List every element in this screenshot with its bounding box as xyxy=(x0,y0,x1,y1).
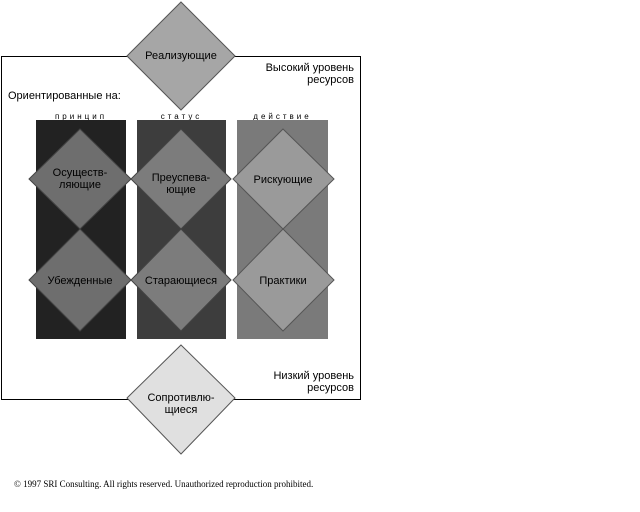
column-label-principle: принцип xyxy=(54,112,108,121)
label-achievers: Преуспева- ющие xyxy=(131,172,231,196)
low-resources-line-1: Низкий уровень xyxy=(273,370,354,382)
low-resources-label: Низкий уровень ресурсов xyxy=(246,370,354,394)
label-achievers-line-1: Преуспева- xyxy=(151,172,211,184)
label-strivers: Старающиеся xyxy=(144,275,218,287)
high-resources-label: Высокий уровень ресурсов xyxy=(246,62,354,86)
diamond-makers xyxy=(232,228,335,332)
high-resources-line-2: ресурсов xyxy=(307,74,354,86)
label-fulfilleds-line-2: ляющие xyxy=(59,179,101,191)
label-believers: Убежденные xyxy=(47,275,113,287)
diamond-strugglers xyxy=(126,344,236,455)
label-strugglers-line-2: щиеся xyxy=(164,404,198,416)
label-strugglers: Сопротивлю- щиеся xyxy=(131,392,231,416)
column-label-action: действие xyxy=(253,112,312,121)
label-experiencers: Рискующие xyxy=(253,174,313,186)
label-actualizers: Реализующие xyxy=(145,50,217,62)
label-strugglers-line-1: Сопротивлю- xyxy=(147,392,215,404)
label-fulfilleds: Осуществ- ляющие xyxy=(30,167,130,191)
column-label-status: статус xyxy=(160,112,203,121)
label-makers: Практики xyxy=(259,275,307,287)
diamond-strivers xyxy=(130,228,232,332)
high-resources-line-1: Высокий уровень xyxy=(265,62,354,74)
diamond-actualizers xyxy=(126,1,236,111)
label-fulfilleds-line-1: Осуществ- xyxy=(52,167,108,179)
label-achievers-line-2: ющие xyxy=(166,184,196,196)
diamond-believers xyxy=(28,228,132,332)
low-resources-line-2: ресурсов xyxy=(307,382,354,394)
copyright-notice: © 1997 SRI Consulting. All rights reserv… xyxy=(14,479,314,489)
oriented-label: Ориентированные на: xyxy=(8,90,121,102)
